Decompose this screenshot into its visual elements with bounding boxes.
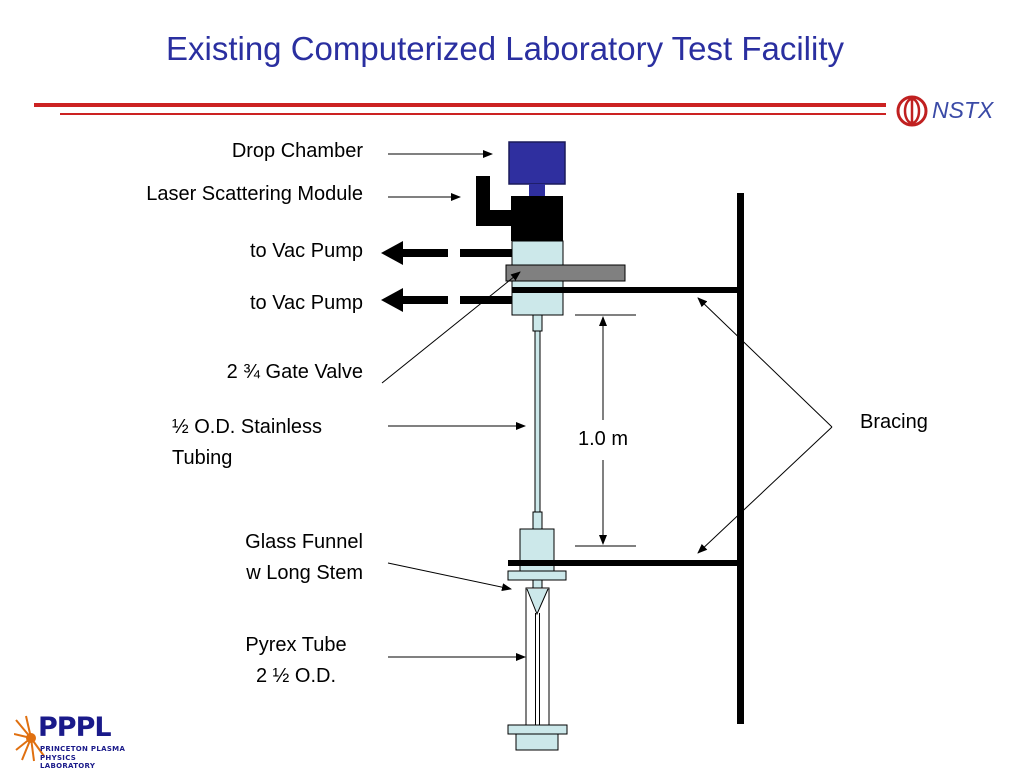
stainless-tube [534, 330, 541, 514]
bracing-lower-arm [508, 560, 741, 566]
tubing-top-fitting [532, 314, 543, 332]
funnel-collar [532, 579, 543, 589]
pppl-starburst-icon [14, 715, 45, 762]
callout-arrow-funnel [387, 562, 512, 592]
bracing-vertical-post [737, 193, 744, 724]
label-gate-valve: 2 ¾ Gate Valve [226, 361, 363, 383]
tubing-bottom-fitting [532, 511, 543, 530]
label-vac-pump-lower: to Vac Pump [249, 292, 363, 314]
callout-arrow-bracing-upper [697, 297, 833, 428]
label-funnel-line2: w Long Stem [246, 562, 363, 584]
pppl-logo: PPPL PRINCETON PLASMA PHYSICS LABORATORY [14, 712, 134, 770]
vac-pump-arrow-lower [381, 288, 448, 312]
gate-valve-flange [505, 264, 626, 282]
label-bracing: Bracing [860, 411, 928, 433]
pppl-logo-line1: PRINCETON PLASMA [40, 745, 126, 753]
nstx-logo: NSTX [896, 94, 996, 128]
label-funnel-line1: Glass Funnel [245, 531, 363, 553]
header-rule-thin [60, 113, 886, 115]
pppl-logo-text: PPPL [38, 712, 112, 743]
upper-cyan-section [511, 240, 564, 266]
nstx-logo-text: NSTX [932, 97, 994, 123]
vac-pump-pipe-lower [460, 296, 512, 304]
callout-arrow-gate-valve [381, 271, 521, 384]
laser-module-arm [476, 176, 511, 226]
label-laser-scattering-module: Laser Scattering Module [146, 183, 363, 205]
nstx-emblem-icon [896, 95, 928, 127]
pppl-logo-line2: PHYSICS LABORATORY [40, 754, 96, 770]
page-title: Existing Computerized Laboratory Test Fa… [165, 30, 844, 67]
glass-funnel [526, 588, 549, 616]
header-rule-thick [34, 103, 886, 107]
drop-chamber-neck [529, 184, 545, 196]
label-length: 1.0 m [578, 428, 629, 450]
bracing-upper-arm [512, 287, 741, 293]
label-tubing-line2: Tubing [172, 447, 233, 469]
drop-chamber-box [508, 141, 566, 185]
funnel-flange [507, 570, 567, 581]
label-drop-chamber: Drop Chamber [231, 140, 363, 162]
label-vac-pump-upper: to Vac Pump [249, 240, 363, 262]
label-pyrex-line1: Pyrex Tube [245, 634, 347, 656]
callout-arrow-bracing-lower [697, 426, 833, 554]
pyrex-bottom-flange [507, 724, 568, 735]
vac-pump-pipe-upper [460, 249, 512, 257]
lower-cyan-section [511, 280, 564, 316]
laser-module-block [511, 196, 563, 241]
pyrex-bottom-cap [515, 733, 559, 751]
vac-pump-arrow-upper [381, 241, 448, 265]
label-tubing-line1: ½ O.D. Stainless [172, 416, 323, 438]
label-pyrex-line2: 2 ½ O.D. [255, 665, 337, 687]
